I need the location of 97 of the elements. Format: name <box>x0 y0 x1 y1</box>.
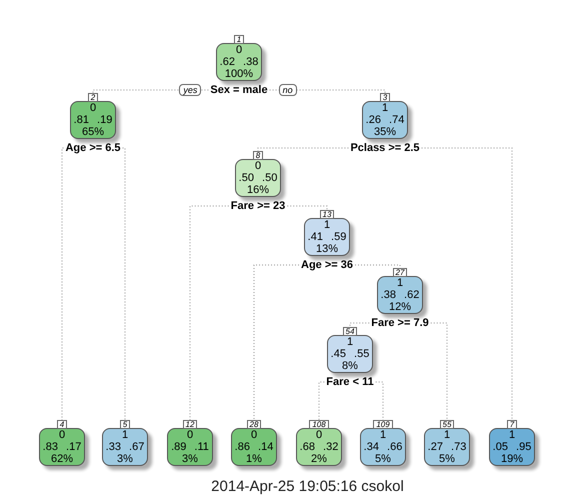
class-probabilities: .50 .50 <box>238 172 278 184</box>
leaf-node <box>424 428 470 466</box>
class-probabilities: .41 .59 <box>308 231 346 243</box>
node-percentage: 100% <box>224 68 254 80</box>
node-percentage: 12% <box>388 301 412 313</box>
connector-line <box>62 148 64 420</box>
node-percentage: 35% <box>374 126 396 138</box>
split-node <box>304 218 350 256</box>
node-number: 5 <box>120 420 130 429</box>
class-probabilities: .62 .38 <box>220 56 258 68</box>
predicted-class: 1 <box>324 219 330 231</box>
class-probabilities: .38 .62 <box>380 289 420 301</box>
predicted-class: 1 <box>380 429 386 441</box>
node-percentage: 19% <box>500 453 524 465</box>
split-node <box>362 101 408 139</box>
class-probabilities: .27 .73 <box>428 441 466 453</box>
predicted-class: 1 <box>346 336 354 348</box>
node-number: 108 <box>309 420 329 429</box>
node-percentage: 2% <box>311 453 327 465</box>
node-number: 28 <box>246 420 262 429</box>
class-probabilities: .89 .11 <box>171 441 209 453</box>
split-rule: Pclass >= 2.5 <box>349 142 421 154</box>
node-number: 2 <box>88 93 98 102</box>
class-probabilities: .86 .14 <box>234 441 274 453</box>
class-probabilities: .05 .95 <box>492 441 532 453</box>
node-percentage: 65% <box>82 126 104 138</box>
node-number: 109 <box>373 420 393 429</box>
node-percentage: 16% <box>246 184 270 196</box>
leaf-node <box>102 428 148 466</box>
node-number: 55 <box>440 420 454 429</box>
split-node <box>70 101 116 139</box>
predicted-class: 1 <box>396 277 404 289</box>
leaf-node <box>167 428 213 466</box>
split-rule: Age >= 6.5 <box>64 142 122 154</box>
class-probabilities: .81 .19 <box>74 114 112 126</box>
predicted-class: 1 <box>508 429 516 441</box>
class-probabilities: .34 .66 <box>364 441 402 453</box>
predicted-class: 0 <box>250 429 258 441</box>
split-node <box>235 159 281 197</box>
connector-line <box>258 148 349 152</box>
node-number: 4 <box>56 420 68 429</box>
split-rule: Fare >= 23 <box>230 200 286 212</box>
class-probabilities: .45 .55 <box>330 348 370 360</box>
leaf-node <box>489 428 535 466</box>
split-rule: Fare >= 7.9 <box>370 317 430 329</box>
node-percentage: 5% <box>439 453 455 465</box>
caption: 2014-Apr-25 19:05:16 csokol <box>211 478 404 496</box>
connector-line <box>254 264 300 420</box>
predicted-class: 1 <box>382 102 388 114</box>
node-percentage: 3% <box>182 453 198 465</box>
class-probabilities: .68 .32 <box>300 441 338 453</box>
class-probabilities: .83 .17 <box>42 441 82 453</box>
connector-line <box>318 382 325 420</box>
connector-line <box>190 206 230 420</box>
leaf-node <box>39 428 85 466</box>
connector-line <box>286 206 328 210</box>
predicted-class: 0 <box>236 44 242 56</box>
node-number: 54 <box>342 327 358 336</box>
predicted-class: 0 <box>90 102 96 114</box>
node-number: 8 <box>252 151 264 160</box>
split-node <box>377 276 423 314</box>
node-number: 3 <box>380 93 390 102</box>
split-node <box>216 43 262 81</box>
connector-line <box>421 148 512 420</box>
node-percentage: 5% <box>375 453 391 465</box>
node-number: 1 <box>234 35 244 44</box>
node-percentage: 8% <box>342 360 358 372</box>
predicted-class: 0 <box>316 429 322 441</box>
connector-line <box>122 148 126 420</box>
connector-line <box>354 264 400 268</box>
edge-label: no <box>278 84 297 96</box>
leaf-node <box>296 428 342 466</box>
predicted-class: 0 <box>186 429 194 441</box>
split-rule: Fare < 11 <box>325 376 375 388</box>
leaf-node <box>231 428 277 466</box>
node-number: 27 <box>392 268 408 277</box>
predicted-class: 1 <box>122 429 128 441</box>
connector-line <box>350 322 370 328</box>
predicted-class: 0 <box>254 160 262 172</box>
class-probabilities: .26 .74 <box>366 114 404 126</box>
leaf-node <box>360 428 406 466</box>
predicted-class: 0 <box>58 429 66 441</box>
split-rule: Sex = male <box>209 84 269 96</box>
node-number: 13 <box>320 210 334 219</box>
edge-label: yes <box>179 84 202 96</box>
node-number: 7 <box>506 420 518 429</box>
split-rule: Age >= 36 <box>300 259 354 271</box>
connector-line <box>375 382 384 420</box>
node-percentage: 13% <box>316 243 338 255</box>
node-percentage: 3% <box>117 453 133 465</box>
split-node <box>327 335 373 373</box>
node-percentage: 1% <box>246 453 262 465</box>
node-number: 12 <box>182 420 198 429</box>
connector-line <box>430 322 448 420</box>
node-percentage: 62% <box>50 453 74 465</box>
predicted-class: 1 <box>444 429 450 441</box>
class-probabilities: .33 .67 <box>106 441 144 453</box>
